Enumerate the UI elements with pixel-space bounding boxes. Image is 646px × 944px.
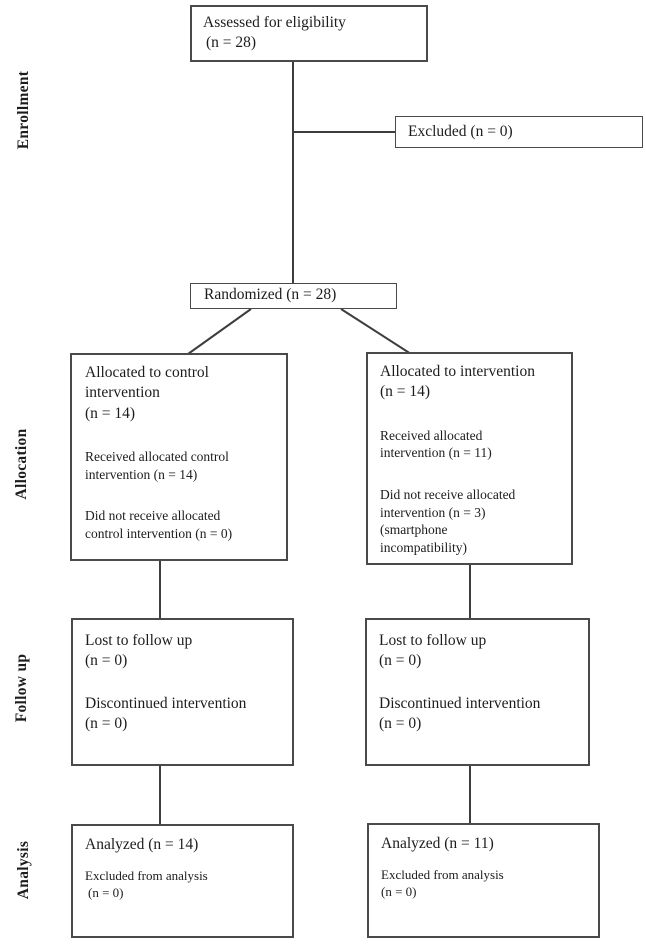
assessed-line-1: Assessed for eligibility xyxy=(203,14,346,31)
alloc-intervention-notreceived-3: (smartphone xyxy=(380,522,448,538)
fu-intervention-lost-1: Lost to follow up xyxy=(379,632,487,649)
analysis-intervention-excluded-2: (n = 0) xyxy=(381,884,417,900)
analysis-control-box: Analyzed (n = 14) Excluded from analysis… xyxy=(71,824,294,938)
alloc-control-received-1: Received allocated control xyxy=(85,449,229,465)
connector-randomized-to-intervention xyxy=(340,308,412,355)
stage-label-enrollment: Enrollment xyxy=(15,70,32,150)
alloc-intervention-title-2: (n = 14) xyxy=(380,383,431,401)
excluded-label: Excluded (n = 0) xyxy=(408,122,513,140)
stage-label-allocation: Allocation xyxy=(13,428,30,500)
stage-label-followup: Follow up xyxy=(13,653,30,723)
alloc-control-title-2: intervention xyxy=(85,384,160,402)
allocation-control-box: Allocated to control intervention (n = 1… xyxy=(70,353,288,561)
fu-intervention-disc-2: (n = 0) xyxy=(379,715,422,733)
assessed-line-2: (n = 28) xyxy=(206,34,257,52)
alloc-control-notreceived-1: Did not receive allocated xyxy=(85,508,221,524)
alloc-control-notreceived-2: control intervention (n = 0) xyxy=(85,526,233,541)
connector-alloc-to-followup-right xyxy=(469,564,471,618)
connector-assessed-to-randomized xyxy=(292,62,294,283)
connector-alloc-to-followup-left xyxy=(159,560,161,618)
connector-followup-to-analysis-right xyxy=(469,765,471,823)
alloc-intervention-notreceived-2: intervention (n = 3) xyxy=(380,504,486,520)
excluded-box: Excluded (n = 0) xyxy=(395,116,643,148)
stage-label-analysis: Analysis xyxy=(15,840,32,900)
assessed-box: Assessed for eligibility (n = 28) xyxy=(190,5,428,62)
alloc-control-title-1: Allocated to control xyxy=(85,364,209,381)
analysis-control-title: Analyzed (n = 14) xyxy=(85,836,199,853)
analysis-control-excluded-2: (n = 0) xyxy=(88,885,124,901)
analysis-intervention-title: Analyzed (n = 11) xyxy=(381,835,494,852)
randomized-box: Randomized (n = 28) xyxy=(190,283,397,309)
alloc-control-received-2: intervention (n = 14) xyxy=(85,466,198,482)
alloc-intervention-received-2: intervention (n = 11) xyxy=(380,445,492,461)
alloc-intervention-notreceived-1: Did not receive allocated xyxy=(380,487,516,502)
alloc-intervention-title-1: Allocated to intervention xyxy=(380,363,535,380)
analysis-intervention-excluded-1: Excluded from analysis xyxy=(381,867,504,883)
randomized-label: Randomized (n = 28) xyxy=(204,286,337,303)
connector-to-excluded xyxy=(293,131,395,133)
followup-control-box: Lost to follow up (n = 0) Discontinued i… xyxy=(71,618,294,766)
alloc-control-title-3: (n = 14) xyxy=(85,404,136,422)
alloc-intervention-received-1: Received allocated xyxy=(380,427,483,443)
analysis-intervention-box: Analyzed (n = 11) Excluded from analysis… xyxy=(367,823,600,938)
alloc-intervention-notreceived-4: incompatibility) xyxy=(380,539,467,555)
fu-control-disc-1: Discontinued intervention xyxy=(85,694,247,712)
fu-intervention-disc-1: Discontinued intervention xyxy=(379,694,541,712)
analysis-control-excluded-1: Excluded from analysis xyxy=(85,868,208,884)
connector-followup-to-analysis-left xyxy=(159,765,161,824)
fu-control-disc-2: (n = 0) xyxy=(85,715,128,733)
allocation-intervention-box: Allocated to intervention (n = 14) Recei… xyxy=(366,352,573,565)
connector-randomized-to-control xyxy=(187,308,252,355)
fu-control-lost-1: Lost to follow up xyxy=(85,632,193,649)
fu-intervention-lost-2: (n = 0) xyxy=(379,652,422,670)
followup-intervention-box: Lost to follow up (n = 0) Discontinued i… xyxy=(365,618,590,766)
fu-control-lost-2: (n = 0) xyxy=(85,652,128,670)
